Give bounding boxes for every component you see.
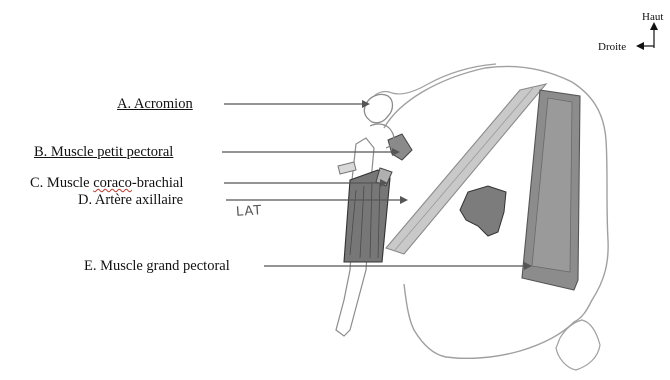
label-c-suffix: -brachial <box>132 175 184 191</box>
label-c-word: coraco <box>93 175 132 191</box>
shoulder-outline <box>374 64 496 96</box>
lower-right-piece <box>556 320 600 370</box>
handwritten-note: LAT <box>236 203 263 220</box>
label-coraco-brachial: C. Muscle coraco-brachial <box>30 175 183 191</box>
orientation-up-label: Haut <box>642 9 663 25</box>
small-irregular-piece <box>460 186 506 236</box>
petit-pectoral-shape <box>388 134 412 160</box>
acromion-shape <box>364 94 392 122</box>
label-acromion: A. Acromion <box>117 96 193 112</box>
orientation-right-label: Droite <box>598 39 626 55</box>
label-c-prefix: C. Muscle <box>30 175 93 191</box>
label-grand-pectoral: E. Muscle grand pectoral <box>84 258 230 274</box>
label-arteria-axillaire: D. Artère axillaire <box>78 192 183 208</box>
axillary-artery-inner-line <box>395 88 533 250</box>
axillary-artery-band <box>386 84 546 254</box>
label-petit-pectoral: B. Muscle petit pectoral <box>34 144 173 160</box>
orientation-left-arrow <box>636 42 644 50</box>
leader-arrow-d <box>400 196 408 204</box>
